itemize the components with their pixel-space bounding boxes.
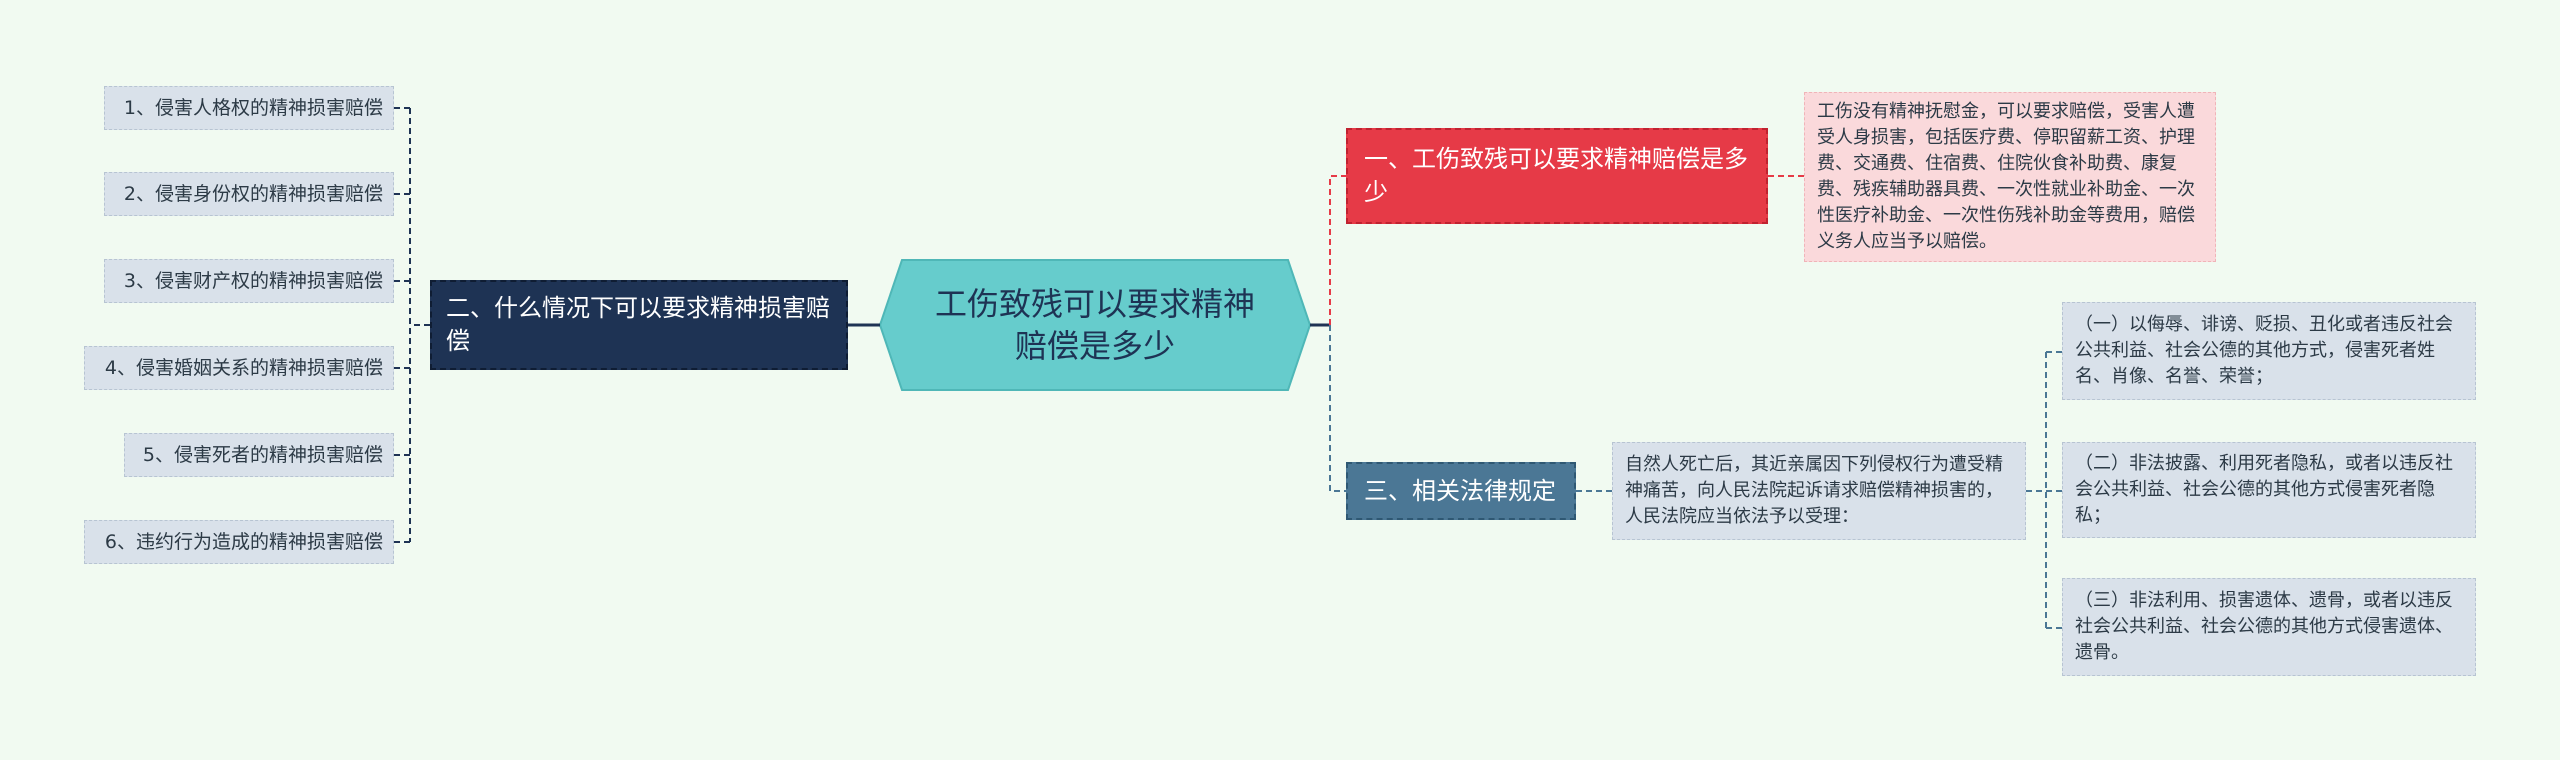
branch-3-node[interactable]: 三、相关法律规定 bbox=[1346, 462, 1576, 520]
branch-2-node[interactable]: 二、什么情况下可以要求精神损害赔偿 bbox=[430, 280, 848, 370]
branch-3-detail[interactable]: 自然人死亡后，其近亲属因下列侵权行为遭受精神痛苦，向人民法院起诉请求赔偿精神损害… bbox=[1612, 442, 2026, 540]
branch-1-node[interactable]: 一、工伤致残可以要求精神赔偿是多少 bbox=[1346, 128, 1768, 224]
right-leaf-1[interactable]: （一）以侮辱、诽谤、贬损、丑化或者违反社会公共利益、社会公德的其他方式，侵害死者… bbox=[2062, 302, 2476, 400]
left-leaf-4[interactable]: 4、侵害婚姻关系的精神损害赔偿 bbox=[84, 346, 394, 390]
right-leaf-2[interactable]: （二）非法披露、利用死者隐私，或者以违反社会公共利益、社会公德的其他方式侵害死者… bbox=[2062, 442, 2476, 538]
left-leaf-6[interactable]: 6、违约行为造成的精神损害赔偿 bbox=[84, 520, 394, 564]
center-topic[interactable]: 工伤致残可以要求精神赔偿是多少 bbox=[934, 285, 1255, 365]
left-leaf-3[interactable]: 3、侵害财产权的精神损害赔偿 bbox=[104, 259, 394, 303]
branch-1-detail[interactable]: 工伤没有精神抚慰金，可以要求赔偿，受害人遭受人身损害，包括医疗费、停职留薪工资、… bbox=[1804, 92, 2216, 262]
left-leaf-5[interactable]: 5、侵害死者的精神损害赔偿 bbox=[124, 433, 394, 477]
left-leaf-2[interactable]: 2、侵害身份权的精神损害赔偿 bbox=[104, 172, 394, 216]
left-leaf-1[interactable]: 1、侵害人格权的精神损害赔偿 bbox=[104, 86, 394, 130]
right-leaf-3[interactable]: （三）非法利用、损害遗体、遗骨，或者以违反社会公共利益、社会公德的其他方式侵害遗… bbox=[2062, 578, 2476, 676]
